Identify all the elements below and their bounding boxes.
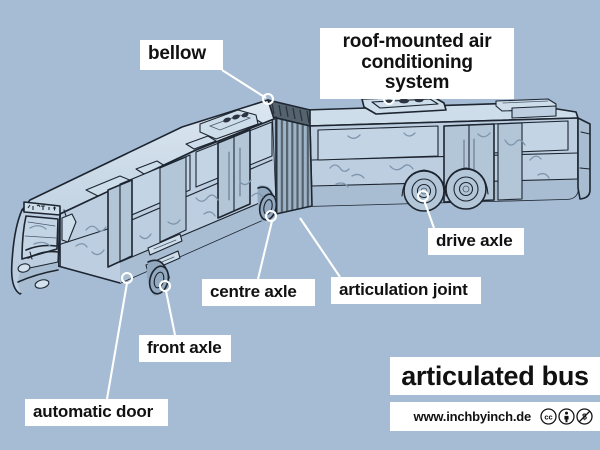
label-front-axle: front axle <box>139 335 231 363</box>
roof-ac-unit <box>361 95 447 115</box>
poster-title-plate: articulated bus <box>390 357 600 395</box>
cc-icon: cc <box>540 408 557 425</box>
automatic-door <box>107 179 133 268</box>
label-automatic-door: automatic door <box>25 399 168 427</box>
bus-rear-section <box>304 95 591 212</box>
poster-title: articulated bus <box>401 360 589 391</box>
front-axle-wheel <box>146 259 170 296</box>
cc-nc-icon: $ <box>576 408 593 425</box>
label-air-conditioning: roof-mounted air conditioning system <box>320 28 514 99</box>
label-articulation-joint: articulation joint <box>331 277 481 305</box>
label-centre-axle: centre axle <box>202 279 315 307</box>
source-url: www.inchbyinch.de <box>413 409 532 424</box>
cc-by-icon <box>558 408 575 425</box>
label-bellow: bellow <box>140 40 223 70</box>
svg-text:cc: cc <box>544 412 552 421</box>
license-icon-group: cc $ <box>540 408 593 425</box>
label-drive-axle: drive axle <box>428 228 524 256</box>
bus-front-section <box>10 99 278 296</box>
centre-axle-wheel <box>257 185 278 222</box>
poster-footer-plate: www.inchbyinch.de cc $ <box>390 402 600 431</box>
